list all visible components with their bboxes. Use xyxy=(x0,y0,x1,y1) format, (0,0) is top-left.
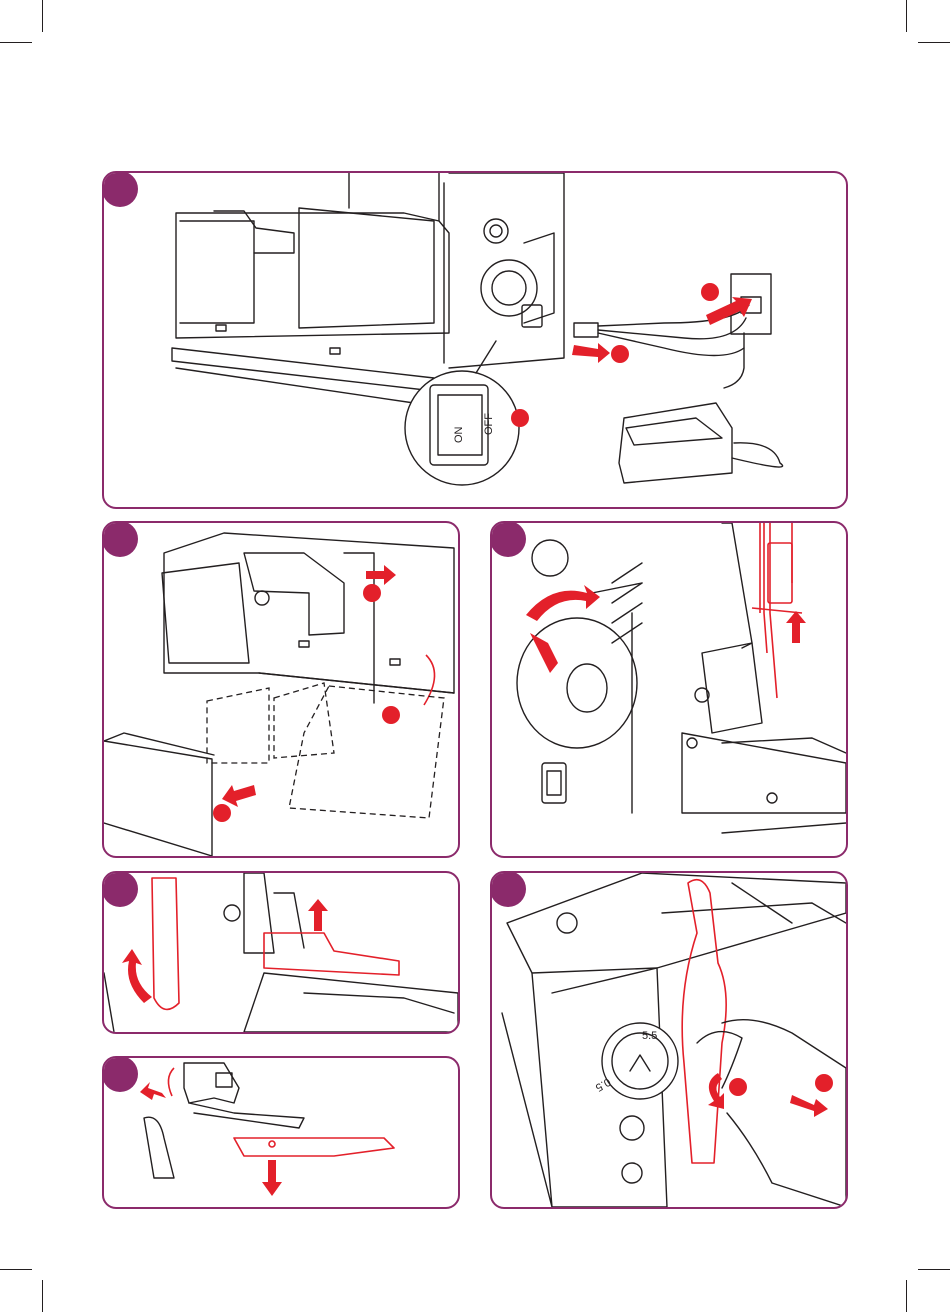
crop-mark xyxy=(906,1280,907,1312)
crop-mark xyxy=(42,0,43,32)
switch-on-label: ON xyxy=(453,426,465,443)
panel-handwheel-and-needles xyxy=(490,521,848,858)
switch-off-label: OFF xyxy=(483,413,495,435)
illustration-presser-foot-removal xyxy=(104,1058,458,1207)
crop-mark xyxy=(906,0,907,32)
crop-mark xyxy=(42,1280,43,1312)
panel-power-connection: ON OFF xyxy=(102,171,848,509)
panel-stitch-length-dial: 5.5 0.5 xyxy=(490,871,848,1209)
panel-presser-foot-lever xyxy=(102,871,460,1034)
illustration-power-connection: ON OFF xyxy=(104,173,846,507)
panel-presser-foot-removal xyxy=(102,1056,460,1209)
panel-remove-cover xyxy=(102,521,460,858)
illustration-stitch-length-dial: 5.5 0.5 xyxy=(492,873,846,1207)
crop-mark xyxy=(0,42,32,43)
illustration-handwheel-and-needles xyxy=(492,523,846,856)
crop-mark xyxy=(0,1269,32,1270)
illustration-remove-cover xyxy=(104,523,458,856)
crop-mark xyxy=(918,1269,950,1270)
dial-top-label: 5.5 xyxy=(642,1030,657,1042)
illustration-presser-foot-lever xyxy=(104,873,458,1032)
crop-mark xyxy=(918,42,950,43)
